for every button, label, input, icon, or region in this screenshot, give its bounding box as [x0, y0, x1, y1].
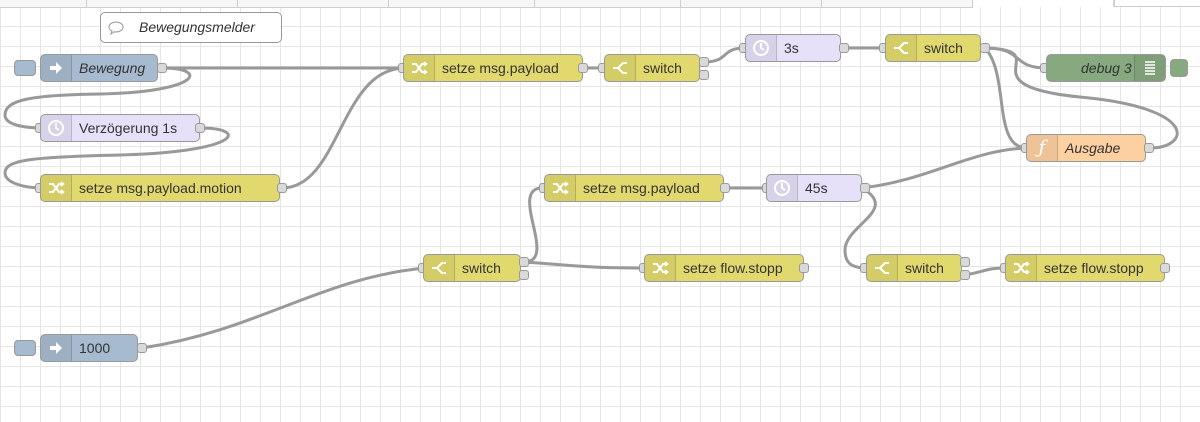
- output-port[interactable]: [720, 183, 730, 193]
- node-label: switch: [643, 60, 682, 76]
- node-label: 1000: [79, 340, 111, 356]
- switch-node-top-right[interactable]: switch: [885, 34, 981, 62]
- list-icon: [1134, 55, 1165, 81]
- node-label: 45s: [805, 180, 828, 196]
- inject-trigger-button[interactable]: [14, 60, 36, 76]
- change-node-payload-top[interactable]: setze msg.payload: [403, 54, 583, 82]
- debug-toggle-button[interactable]: [1170, 59, 1188, 77]
- workspace-tab[interactable]: [681, 0, 822, 8]
- node-label: Verzögerung 1s: [79, 120, 178, 136]
- change-node-flow-stopp-1[interactable]: setze flow.stopp: [644, 254, 804, 282]
- wire: [523, 260, 646, 270]
- workspace-tab-active[interactable]: [973, 0, 1114, 7]
- arrow-right-icon: [41, 55, 72, 81]
- output-port[interactable]: [860, 183, 870, 193]
- node-label: setze flow.stopp: [683, 260, 783, 276]
- comment-label: Bewegungsmelder: [139, 19, 255, 35]
- output-port[interactable]: [799, 263, 809, 273]
- comment-icon: [101, 13, 131, 42]
- timer-icon: [41, 115, 72, 141]
- node-label: debug 3: [1081, 60, 1132, 76]
- wire: [141, 266, 426, 350]
- switch-icon: [424, 255, 455, 281]
- shuffle-icon: [645, 255, 676, 281]
- wire: [281, 66, 406, 190]
- shuffle-icon: [404, 55, 435, 81]
- inject-node-bewegung[interactable]: Bewegung: [40, 54, 158, 82]
- output-port[interactable]: [960, 257, 970, 267]
- change-node-flow-stopp-2[interactable]: setze flow.stopp: [1005, 254, 1165, 282]
- debug-node-3[interactable]: debug 3: [1046, 54, 1166, 82]
- inject-node-1000[interactable]: 1000: [40, 334, 138, 362]
- wire: [843, 186, 877, 270]
- shuffle-icon: [41, 175, 72, 201]
- workspace-tabs: [0, 0, 1200, 8]
- switch-node-bottom-right[interactable]: switch: [866, 254, 962, 282]
- arrow-right-icon: [41, 335, 72, 361]
- workspace-tab-scroll[interactable]: [1114, 0, 1200, 7]
- shuffle-icon: [1006, 255, 1037, 281]
- node-label: setze msg.payload.motion: [79, 180, 242, 196]
- function-node-ausgabe[interactable]: ƒ Ausgabe: [1026, 134, 1146, 162]
- switch-node-mid[interactable]: switch: [423, 254, 521, 282]
- output-port[interactable]: [277, 183, 287, 193]
- node-label: switch: [905, 260, 944, 276]
- inject-trigger-button[interactable]: [14, 340, 36, 356]
- node-label: Bewegung: [79, 60, 146, 76]
- output-port[interactable]: [137, 343, 147, 353]
- output-port[interactable]: [519, 270, 529, 280]
- timer-icon: [767, 175, 798, 201]
- output-port[interactable]: [980, 43, 990, 53]
- change-node-motion[interactable]: setze msg.payload.motion: [40, 174, 280, 202]
- output-port[interactable]: [1144, 143, 1154, 153]
- wire: [3, 126, 230, 190]
- wire: [983, 46, 1028, 150]
- output-port[interactable]: [960, 270, 970, 280]
- shuffle-icon: [545, 175, 576, 201]
- workspace-tab[interactable]: [389, 0, 535, 8]
- wire: [523, 186, 546, 264]
- node-label: setze msg.payload: [583, 180, 700, 196]
- delay-node-45s[interactable]: 45s: [766, 174, 862, 202]
- output-port[interactable]: [699, 57, 709, 67]
- wire: [984, 46, 1179, 150]
- node-label: switch: [462, 260, 501, 276]
- node-label: switch: [924, 40, 963, 56]
- output-port[interactable]: [699, 70, 709, 80]
- wire: [3, 66, 192, 130]
- switch-icon: [886, 35, 917, 61]
- output-port[interactable]: [1160, 263, 1170, 273]
- wire: [861, 146, 1028, 190]
- workspace-tab[interactable]: [535, 0, 681, 8]
- output-port[interactable]: [519, 257, 529, 267]
- workspace-tab[interactable]: [238, 0, 389, 8]
- workspace-tab[interactable]: [822, 0, 973, 8]
- output-port[interactable]: [578, 63, 588, 73]
- delay-node-verzoegerung[interactable]: Verzögerung 1s: [40, 114, 200, 142]
- switch-icon: [605, 55, 636, 81]
- function-icon: ƒ: [1027, 135, 1058, 161]
- workspace-tab[interactable]: [87, 0, 238, 8]
- output-port[interactable]: [839, 43, 849, 53]
- node-label: 3s: [784, 40, 799, 56]
- timer-icon: [746, 35, 777, 61]
- output-port[interactable]: [157, 63, 167, 73]
- switch-icon: [867, 255, 898, 281]
- delay-node-3s[interactable]: 3s: [745, 34, 841, 62]
- change-node-payload-mid[interactable]: setze msg.payload: [544, 174, 724, 202]
- comment-node[interactable]: Bewegungsmelder: [100, 12, 282, 43]
- switch-node-top[interactable]: switch: [604, 54, 700, 82]
- workspace-tab[interactable]: [0, 0, 87, 8]
- node-label: Ausgabe: [1065, 140, 1121, 156]
- output-port[interactable]: [195, 123, 205, 133]
- node-label: setze msg.payload: [442, 60, 559, 76]
- node-label: setze flow.stopp: [1044, 260, 1144, 276]
